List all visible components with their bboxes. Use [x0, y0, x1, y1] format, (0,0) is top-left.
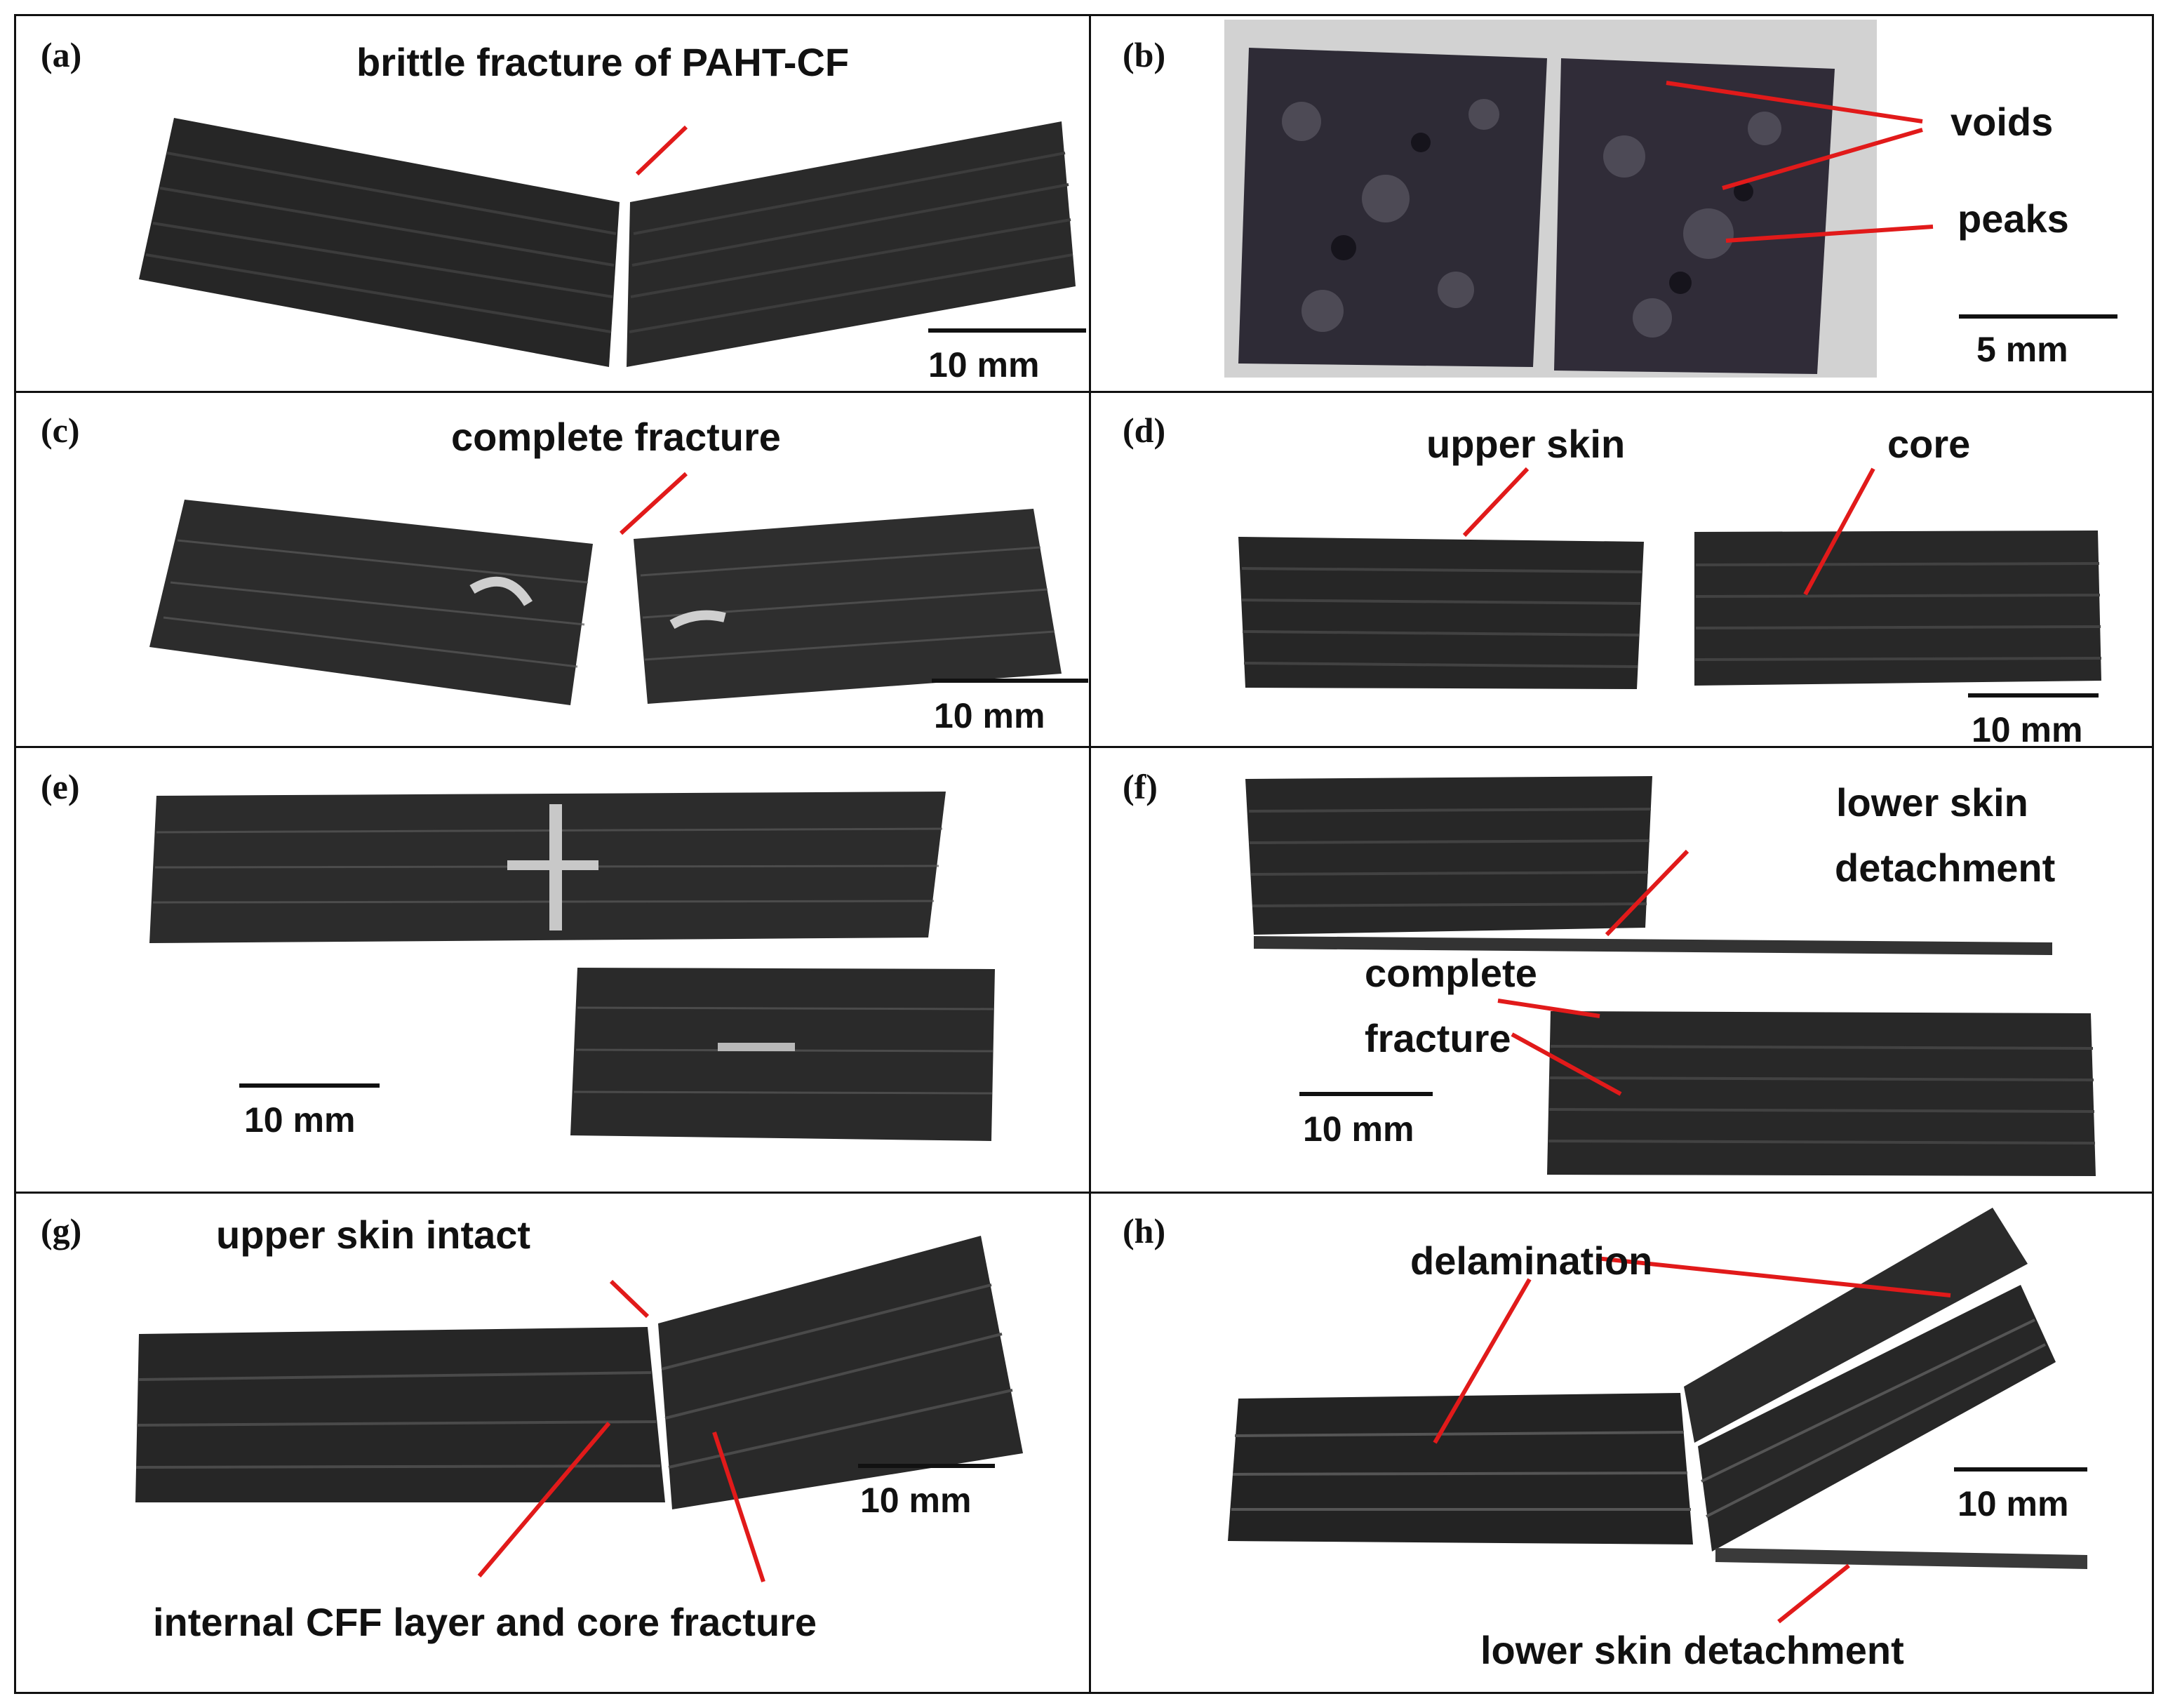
specimen-photo-f	[1245, 776, 2096, 1176]
annotation-peaks: peaks	[1958, 196, 2069, 241]
row-divider	[14, 746, 2154, 748]
specimen-right-half	[627, 121, 1076, 367]
annotation-line	[635, 125, 688, 176]
specimen-right-piece	[634, 509, 1062, 704]
panel-label-h: (h)	[1123, 1211, 1166, 1250]
row-divider	[14, 1192, 2154, 1194]
specimen-right-half	[658, 1236, 1023, 1509]
annotation-detachment: detachment	[1835, 846, 2056, 890]
scale-bar	[1954, 1467, 2087, 1472]
specimen-photo-a	[139, 118, 1076, 367]
panel-label-f: (f)	[1123, 767, 1158, 806]
annotation-lower-skin-detachment: lower skin detachment	[1480, 1628, 1904, 1672]
panel-label-b: (b)	[1123, 35, 1166, 74]
panel-d: (d) upper skin core 10 mm	[1091, 393, 2152, 746]
specimen-upper-arm	[1684, 1208, 2028, 1443]
panel-a: (a) brittle fracture of PAHT-CF 10 mm	[16, 16, 1089, 391]
scale-bar	[1968, 693, 2099, 698]
scale-label: 10 mm	[860, 1481, 972, 1520]
scale-label: 5 mm	[1976, 330, 2068, 369]
specimen-lower-piece	[1547, 1011, 2096, 1176]
specimen-left-piece	[1238, 537, 1644, 689]
annotation-delamination: delamination	[1410, 1239, 1653, 1283]
panel-label-e: (e)	[41, 767, 80, 806]
scale-bar	[1299, 1092, 1433, 1096]
annotation-line	[1722, 128, 1923, 190]
panel-g: (g) upper skin intact internal CFF layer…	[16, 1194, 1089, 1692]
scale-label: 10 mm	[928, 345, 1040, 385]
annotation-core: core	[1887, 422, 1971, 466]
panel-f: (f) lower skin detachment complete fract…	[1091, 748, 2152, 1192]
specimen-photo-g	[135, 1236, 1023, 1582]
annotation-line	[1605, 849, 1689, 937]
scale-bar	[858, 1464, 995, 1468]
scale-bar	[932, 679, 1088, 683]
panel-label-c: (c)	[41, 411, 80, 450]
annotation-complete-fracture: complete fracture	[451, 415, 781, 459]
annotation-line	[1511, 1032, 1622, 1096]
annotation-line	[1595, 1256, 1951, 1297]
row-divider	[14, 391, 2154, 393]
panel-b: (b) voids peaks 5 mm	[1091, 16, 2152, 391]
annotation-upper-skin: upper skin	[1426, 422, 1626, 466]
scale-label: 10 mm	[1303, 1109, 1414, 1149]
annotation-line	[1803, 467, 1875, 596]
lower-skin-strip	[1254, 936, 2052, 955]
specimen-lower-piece	[570, 968, 995, 1141]
specimen-left-half	[1228, 1393, 1693, 1544]
annotation-voids: voids	[1950, 100, 2054, 144]
scale-label: 10 mm	[244, 1100, 356, 1140]
specimen-photo-c	[149, 472, 1062, 705]
scale-bar	[928, 328, 1086, 333]
annotation-line	[1462, 467, 1530, 538]
panel-h: (h) delamination lower skin detachment 1…	[1091, 1194, 2152, 1692]
exposed-fiber	[469, 576, 533, 606]
annotation-complete: complete	[1365, 951, 1537, 995]
specimen-left-half	[139, 118, 620, 367]
exposed-fiber	[669, 610, 726, 629]
annotation-lower-skin: lower skin	[1836, 780, 2028, 825]
scale-label: 10 mm	[1972, 710, 2083, 746]
annotation-internal-cff-layer: internal CFF layer and core fracture	[153, 1600, 817, 1644]
panel-label-d: (d)	[1123, 411, 1166, 450]
specimen-photo-h	[1228, 1208, 2087, 1624]
panel-label-g: (g)	[41, 1211, 82, 1250]
annotation-fracture: fracture	[1365, 1016, 1511, 1060]
annotation-line	[1497, 999, 1600, 1018]
annotation-line	[1666, 81, 1923, 124]
scale-bar	[239, 1083, 380, 1088]
specimen-left-half	[135, 1327, 665, 1502]
specimen-photo-b	[1224, 20, 1934, 378]
annotation-line	[619, 472, 688, 535]
specimen-photo-e	[149, 792, 995, 1141]
annotation-line	[1433, 1278, 1532, 1444]
panel-c: (c) complete fracture 10 mm	[16, 393, 1089, 746]
annotation-upper-skin-intact: upper skin intact	[216, 1213, 531, 1257]
scale-label: 10 mm	[1958, 1484, 2069, 1523]
specimen-upper-piece	[1245, 776, 1652, 935]
column-divider	[1089, 14, 1091, 1694]
specimen-right-piece	[1694, 531, 2101, 686]
scale-bar	[1959, 314, 2117, 319]
panel-e: (e) 10 mm	[16, 748, 1089, 1192]
annotation-line	[1725, 225, 1934, 243]
annotation-line	[609, 1279, 650, 1319]
annotation-brittle-fracture: brittle fracture of PAHT-CF	[356, 40, 850, 84]
scale-label: 10 mm	[934, 696, 1045, 735]
exposed-fiber	[718, 1043, 795, 1051]
lower-skin-strip	[1715, 1548, 2087, 1569]
annotation-line	[1777, 1563, 1850, 1624]
annotation-line	[477, 1422, 611, 1577]
specimen-photo-d	[1238, 467, 2102, 689]
annotation-line	[712, 1432, 765, 1582]
panel-label-a: (a)	[41, 35, 82, 74]
exposed-fiber	[507, 860, 598, 870]
